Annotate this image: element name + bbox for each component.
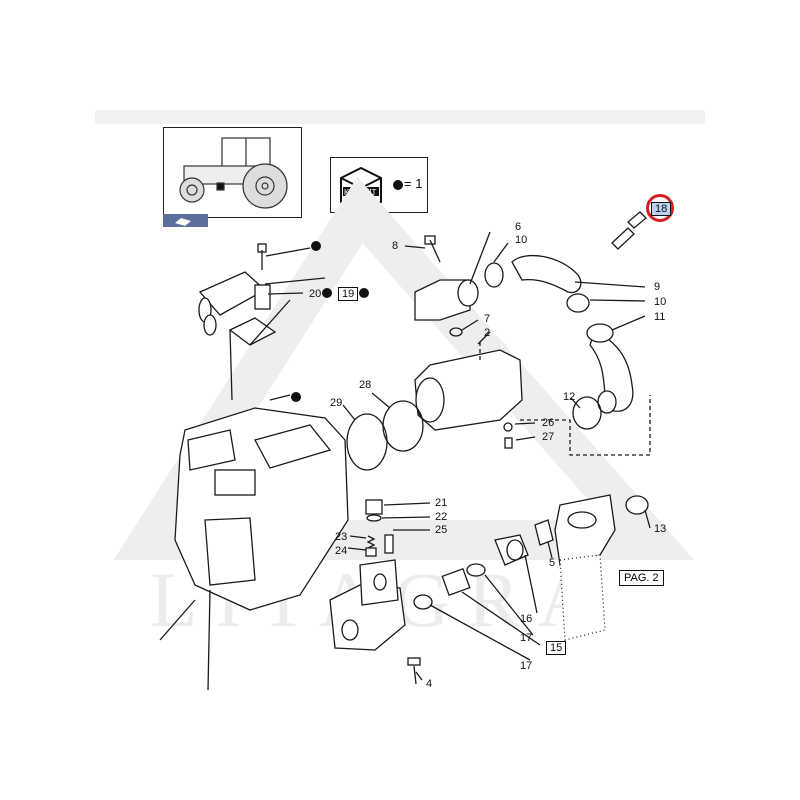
- callout-18[interactable]: 18: [651, 202, 672, 216]
- callout-10-lower[interactable]: 10: [654, 296, 667, 308]
- callout-17-upper[interactable]: 17: [520, 632, 533, 644]
- callout-6[interactable]: 6: [515, 221, 522, 233]
- callout-9[interactable]: 9: [654, 281, 661, 293]
- callout-22[interactable]: 22: [435, 511, 448, 523]
- book-icon: [175, 218, 191, 226]
- tractor-inset[interactable]: [163, 127, 302, 218]
- book-icon-tab[interactable]: [163, 214, 208, 227]
- callout-11[interactable]: 11: [654, 311, 666, 323]
- callout-13[interactable]: 13: [654, 523, 667, 535]
- page-reference-link[interactable]: PAG. 2: [619, 570, 664, 586]
- callout-21[interactable]: 21: [435, 497, 448, 509]
- callout-15[interactable]: 15: [546, 641, 567, 655]
- callout-10-upper[interactable]: 10: [515, 234, 528, 246]
- callout-2[interactable]: 2: [484, 327, 491, 339]
- callout-29[interactable]: 29: [330, 397, 343, 409]
- callout-8[interactable]: 8: [392, 240, 399, 252]
- callout-12[interactable]: 12: [563, 391, 576, 403]
- callout-16[interactable]: 16: [520, 613, 533, 625]
- callout-23[interactable]: 23: [335, 531, 348, 543]
- kit-quantity: = 1: [404, 176, 423, 191]
- tractor-icon: [179, 137, 288, 209]
- callout-20[interactable]: 20: [309, 288, 322, 300]
- fitting-18-icon: [611, 211, 647, 250]
- callout-19[interactable]: 19: [338, 287, 359, 301]
- callout-5[interactable]: 5: [549, 557, 556, 569]
- callout-7[interactable]: 7: [484, 313, 491, 325]
- callout-4[interactable]: 4: [426, 678, 433, 690]
- header-band: [95, 110, 705, 124]
- callout-24[interactable]: 24: [335, 545, 348, 557]
- highlight-ring: [646, 194, 674, 222]
- dot-icon: [393, 180, 403, 190]
- callout-25[interactable]: 25: [435, 524, 448, 536]
- callout-17-lower[interactable]: 17: [520, 660, 533, 672]
- callout-28[interactable]: 28: [359, 379, 372, 391]
- callout-27[interactable]: 27: [542, 431, 555, 443]
- callout-26[interactable]: 26: [542, 417, 555, 429]
